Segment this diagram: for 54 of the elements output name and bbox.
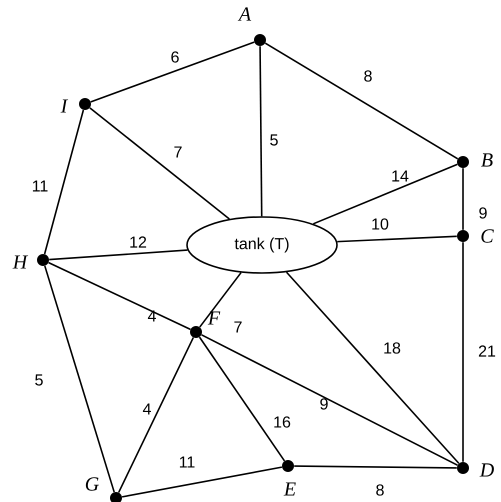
edge-line [198, 336, 286, 462]
vertex-label: B [481, 153, 493, 167]
edge-line [44, 266, 115, 492]
edge-weight: 8 [364, 70, 372, 82]
edge-line [462, 242, 464, 462]
edge-weight: 7 [234, 322, 242, 332]
edge-line [313, 164, 458, 225]
vertex-label: A [238, 7, 252, 21]
edge-weight: 14 [392, 170, 408, 182]
edge-weight: 16 [274, 416, 290, 428]
edge-line [199, 272, 242, 328]
edge-weight: 9 [320, 398, 328, 410]
edge-weight: 12 [130, 236, 146, 248]
vertex-label: C [481, 229, 494, 243]
vertex-label: H [12, 255, 28, 269]
vertex-label: D [480, 463, 494, 477]
vertex-label: G [86, 477, 99, 491]
vertex-dot [190, 326, 202, 338]
edge-weight: 7 [174, 146, 182, 158]
edge-weight: 10 [372, 218, 388, 230]
vertex-label: F [208, 311, 220, 325]
edge-weight: 5 [270, 134, 278, 146]
vertex-dot [457, 230, 469, 242]
vertex-dot [79, 98, 91, 110]
edge-weight: 6 [171, 51, 179, 63]
edge-line [337, 235, 457, 242]
edge-line [118, 337, 194, 493]
edge-weight: 9 [479, 207, 487, 219]
edge-weight: 4 [142, 404, 151, 414]
edge-line [201, 334, 458, 466]
edge-line [89, 107, 230, 220]
edge-line [49, 249, 188, 260]
edge-weight: 5 [35, 374, 43, 386]
edge-line [48, 262, 191, 330]
edge-line [122, 466, 282, 498]
edge-line [44, 110, 84, 254]
vertex-dot [254, 34, 266, 46]
vertex-dot [457, 156, 469, 168]
edge-line [259, 46, 263, 216]
edge-line [264, 42, 458, 160]
edge-weight: 18 [384, 342, 400, 354]
edge-weight: 21 [478, 345, 496, 357]
edge-line [294, 465, 457, 469]
edge-line [462, 168, 464, 230]
edge-line [286, 272, 460, 464]
edge-weight: 8 [376, 484, 384, 496]
edge-weight: 11 [180, 456, 195, 468]
vertex-dot [457, 462, 469, 474]
vertex-dot [282, 460, 294, 472]
vertex-dot [37, 254, 49, 266]
vertex-label: I [60, 99, 68, 113]
vertex-label: E [284, 482, 296, 496]
edge-weight: 11 [32, 180, 48, 192]
edge-line [90, 41, 254, 103]
